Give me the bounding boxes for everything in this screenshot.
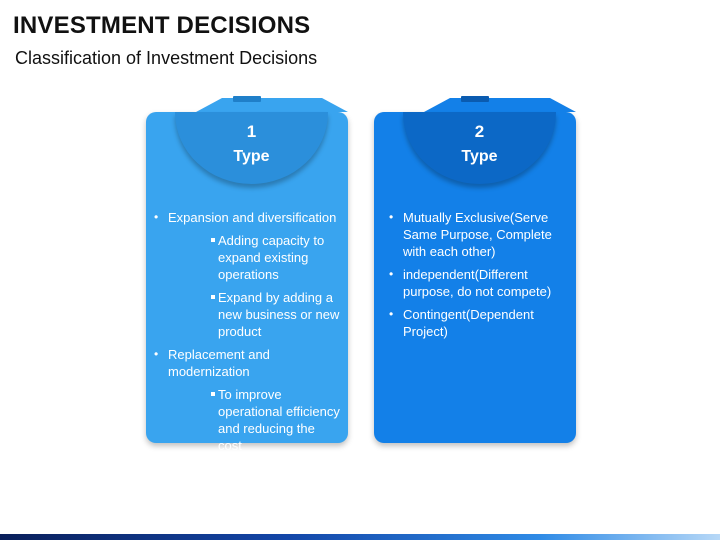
list-item: • independent(Different purpose, do not …: [381, 266, 572, 300]
card-number: 1: [246, 122, 257, 141]
bullet-icon: •: [154, 210, 159, 224]
bullet-icon: •: [154, 347, 159, 361]
card-list: • Mutually Exclusive(Serve Same Purpose,…: [381, 209, 572, 346]
sub-list-item: Expand by adding a new business or new p…: [168, 289, 342, 340]
square-bullet-icon: [211, 238, 215, 242]
bullet-icon: •: [389, 267, 394, 281]
sub-list-item: Adding capacity to expand existing opera…: [168, 232, 342, 283]
list-item: • Expansion and diversification Adding c…: [146, 209, 342, 340]
slide-title: INVESTMENT DECISIONS: [13, 12, 311, 39]
bullet-icon: •: [389, 210, 394, 224]
footer-gradient-bar: [0, 534, 720, 540]
list-item: • Replacement and modernization To impro…: [146, 346, 342, 454]
card-tab-slot: [233, 96, 261, 102]
card-label: Type: [233, 148, 270, 165]
list-item-text: Contingent(Dependent Project): [403, 307, 534, 339]
card-header-bowl: 1 Type: [175, 112, 328, 184]
sub-list-item-text: Adding capacity to expand existing opera…: [218, 233, 325, 282]
card-number: 2: [474, 122, 485, 141]
list-item-text: Replacement and modernization: [168, 347, 270, 379]
type-card-1: 1 Type • Expansion and diversification A…: [146, 96, 348, 453]
card-header-bowl: 2 Type: [403, 112, 556, 184]
sub-list-item-text: Expand by adding a new business or new p…: [218, 290, 340, 339]
list-item-text: Expansion and diversification: [168, 210, 337, 225]
card-tab-slot: [461, 96, 489, 102]
list-item: • Mutually Exclusive(Serve Same Purpose,…: [381, 209, 572, 260]
sub-list-item-text: To improve operational efficiency and re…: [218, 387, 340, 453]
sub-list-item: To improve operational efficiency and re…: [168, 386, 342, 454]
card-tab: [196, 98, 348, 112]
list-item-text: independent(Different purpose, do not co…: [403, 267, 552, 299]
list-item-text: Mutually Exclusive(Serve Same Purpose, C…: [403, 210, 552, 259]
card-tab: [424, 98, 576, 112]
card-label: Type: [461, 148, 498, 165]
square-bullet-icon: [211, 392, 215, 396]
slide-subtitle: Classification of Investment Decisions: [15, 48, 318, 68]
square-bullet-icon: [211, 295, 215, 299]
card-list: • Expansion and diversification Adding c…: [146, 209, 342, 460]
type-card-2: 2 Type • Mutually Exclusive(Serve Same P…: [374, 96, 576, 443]
list-item: • Contingent(Dependent Project): [381, 306, 572, 340]
bullet-icon: •: [389, 307, 394, 321]
